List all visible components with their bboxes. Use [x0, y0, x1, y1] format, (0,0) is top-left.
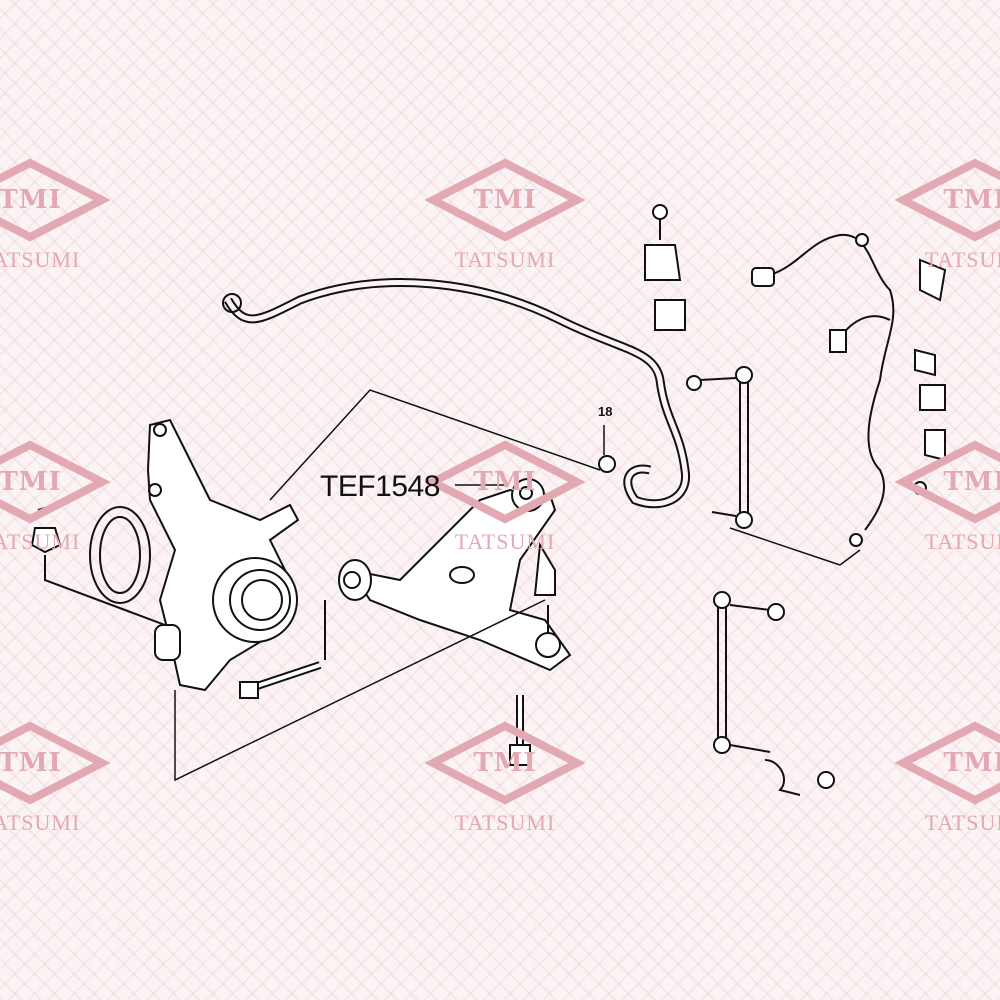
dust-seal: [89, 506, 151, 604]
steering-knuckle: [146, 418, 300, 692]
bushing: [154, 624, 181, 661]
part-number-callout: TEF1548: [320, 470, 440, 503]
nut-18: [598, 455, 616, 473]
ball-joint-boot: [533, 541, 556, 596]
castle-nut: [30, 504, 62, 554]
stabilizer-bracket: [644, 204, 686, 331]
stabilizer-link-upper: [686, 366, 753, 529]
ref-number-callout: 18: [598, 404, 613, 419]
stabilizer-link-lower: [713, 591, 835, 796]
abs-sensor-wire: [751, 233, 947, 547]
lower-control-arm: [338, 478, 572, 672]
